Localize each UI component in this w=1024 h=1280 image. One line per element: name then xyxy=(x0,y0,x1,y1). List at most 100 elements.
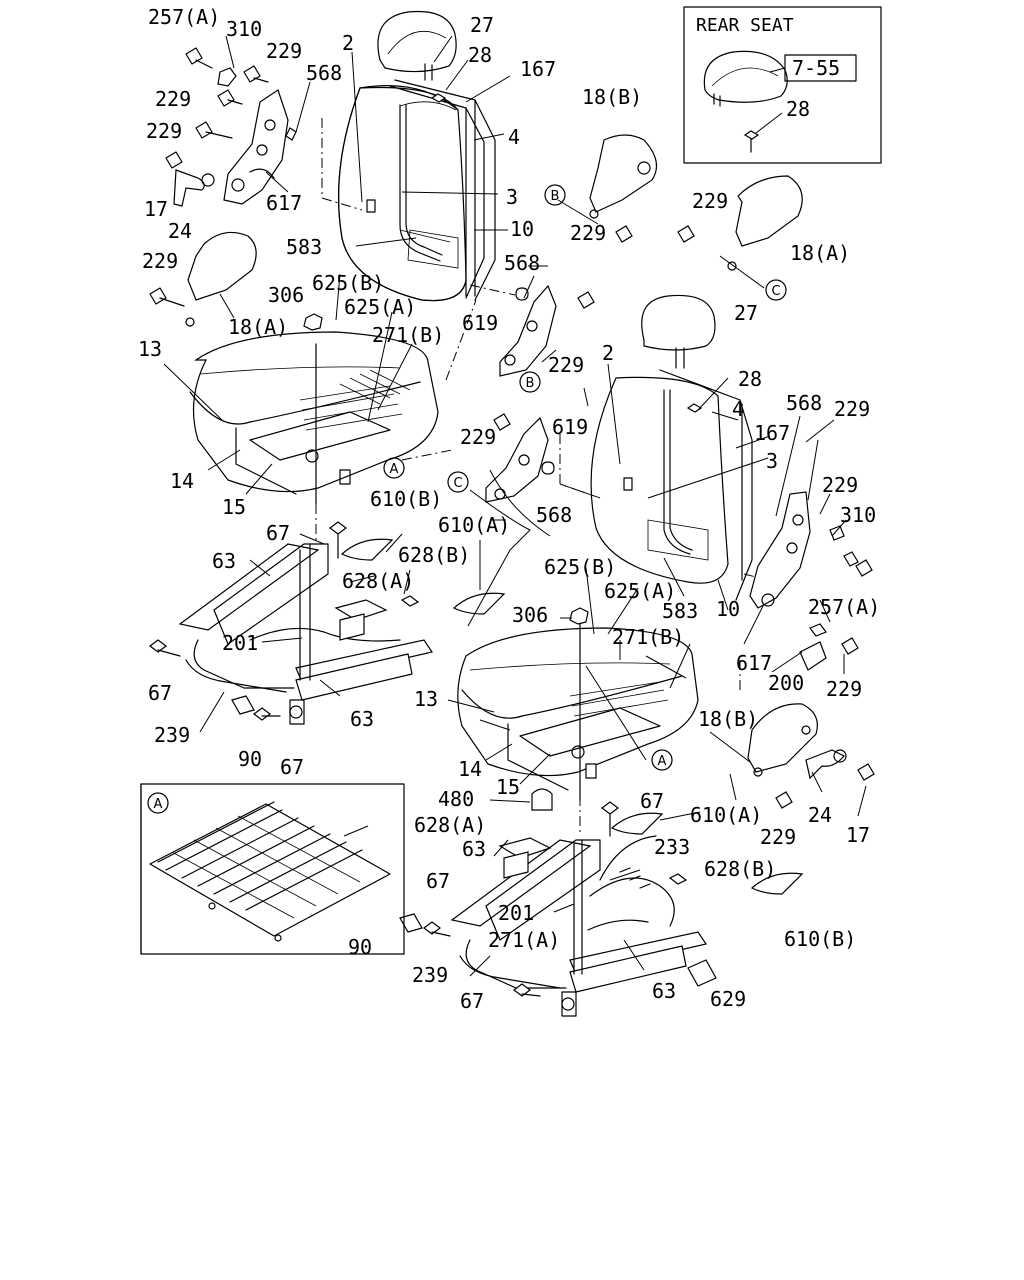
part-label: 229 xyxy=(142,249,178,273)
part-label: 271(B) xyxy=(612,625,684,649)
inset-ref-box: 7-55 xyxy=(792,56,840,80)
part-label: 24 xyxy=(808,803,832,827)
part-label: 310 xyxy=(226,17,262,41)
part-label: 3 xyxy=(506,185,518,209)
callout-a-left: A xyxy=(390,462,399,477)
part-label: 229 xyxy=(460,425,496,449)
part-label: 617 xyxy=(266,191,302,215)
left-seat-back xyxy=(321,10,516,302)
rear-seat-inset: REAR SEAT 7-55 28 xyxy=(683,6,882,164)
part-label: 229 xyxy=(548,353,584,377)
part-label: 583 xyxy=(286,235,322,259)
part-label: 310 xyxy=(840,503,876,527)
part-label: 63 xyxy=(212,549,236,573)
part-label: 18(B) xyxy=(582,85,642,109)
part-label: 625(A) xyxy=(344,295,416,319)
part-label: 625(B) xyxy=(312,271,384,295)
part-label: 480 xyxy=(438,787,474,811)
part-label: 200 xyxy=(768,671,804,695)
part-label: 239 xyxy=(154,723,190,747)
part-label: 63 xyxy=(462,837,486,861)
part-label: 233 xyxy=(654,835,690,859)
part-label: 14 xyxy=(458,757,482,781)
inset-part-label: 28 xyxy=(786,97,810,121)
part-label: 10 xyxy=(510,217,534,241)
part-label: 229 xyxy=(822,473,858,497)
part-label: 17 xyxy=(846,823,870,847)
part-label: 271(A) xyxy=(488,928,560,952)
part-label: 2 xyxy=(602,341,614,365)
part-label: 63 xyxy=(652,979,676,1003)
part-label: 628(A) xyxy=(342,569,414,593)
part-label: 229 xyxy=(834,397,870,421)
part-label: 167 xyxy=(520,57,556,81)
inset-title: REAR SEAT xyxy=(696,15,794,36)
part-label: 229 xyxy=(760,825,796,849)
part-label: 90 xyxy=(238,747,262,771)
part-label: 229 xyxy=(266,39,302,63)
part-label: 27 xyxy=(734,301,758,325)
part-label: 67 xyxy=(460,989,484,1013)
part-label: 24 xyxy=(168,219,192,243)
part-label: 10 xyxy=(716,597,740,621)
right-seat-cushion xyxy=(447,607,699,801)
part-label: 610(A) xyxy=(690,803,762,827)
callout-c-upper: C xyxy=(771,284,780,299)
part-label: 14 xyxy=(170,469,194,493)
part-label: 619 xyxy=(552,415,588,439)
part-label: 18(A) xyxy=(228,315,288,339)
detail-marker: A xyxy=(154,797,163,812)
part-label: 610(B) xyxy=(370,487,442,511)
part-label: 568 xyxy=(786,391,822,415)
part-label: 27 xyxy=(470,13,494,37)
part-label: 257(A) xyxy=(148,5,220,29)
part-label: 628(B) xyxy=(704,857,776,881)
callout-a-right: A xyxy=(658,754,667,769)
right-rail-assembly xyxy=(399,592,804,1017)
center-recliners xyxy=(485,134,803,503)
part-label: 229 xyxy=(146,119,182,143)
part-label: 3 xyxy=(766,449,778,473)
part-label: 568 xyxy=(504,251,540,275)
callout-b-lower: B xyxy=(526,376,535,391)
part-label: 628(A) xyxy=(414,813,486,837)
part-label: 257(A) xyxy=(808,595,880,619)
part-label: 568 xyxy=(306,61,342,85)
part-label: 13 xyxy=(138,337,162,361)
part-label: 306 xyxy=(512,603,548,627)
part-label: 2 xyxy=(342,31,354,55)
part-label: 628(B) xyxy=(398,543,470,567)
right-seat-back xyxy=(559,294,785,601)
callout-c-lower: C xyxy=(453,476,462,491)
left-rail-assembly xyxy=(149,521,433,733)
part-label: 13 xyxy=(414,687,438,711)
part-label: 625(B) xyxy=(544,555,616,579)
part-label: 67 xyxy=(426,869,450,893)
part-label: 568 xyxy=(536,503,572,527)
part-label: 619 xyxy=(462,311,498,335)
part-label: 229 xyxy=(570,221,606,245)
part-label: 15 xyxy=(222,495,246,519)
part-label: 306 xyxy=(268,283,304,307)
part-label: 167 xyxy=(754,421,790,445)
part-label: 610(A) xyxy=(438,513,510,537)
left-seat-cushion xyxy=(163,313,439,505)
part-label: 67 xyxy=(280,755,304,779)
leader-lines xyxy=(219,35,867,836)
part-label: 229 xyxy=(692,189,728,213)
part-label: 201 xyxy=(498,901,534,925)
left-recliner xyxy=(149,47,297,327)
callout-circles: B C B A C A A xyxy=(147,184,787,814)
part-label: 239 xyxy=(412,963,448,987)
right-recliner xyxy=(739,491,875,809)
part-label: 18(B) xyxy=(698,707,758,731)
part-label: 629 xyxy=(710,987,746,1011)
callout-b-upper: B xyxy=(551,189,560,204)
part-label: 617 xyxy=(736,651,772,675)
part-label: 610(B) xyxy=(784,927,856,951)
part-label: 229 xyxy=(826,677,862,701)
detail-a-box xyxy=(140,783,405,955)
part-label: 63 xyxy=(350,707,374,731)
